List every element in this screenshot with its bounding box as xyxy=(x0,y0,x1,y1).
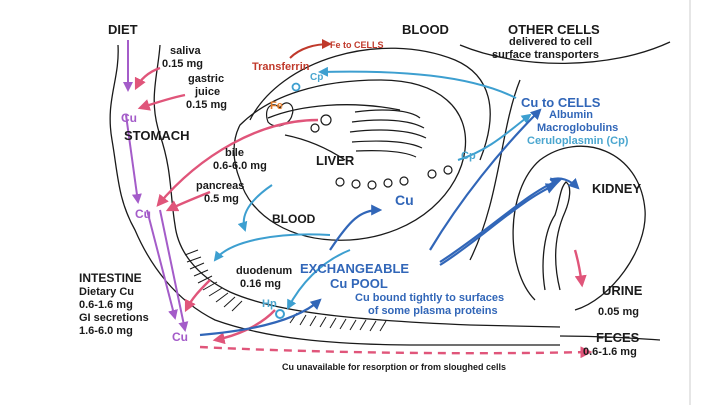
kidney-outline xyxy=(512,145,646,311)
stomach-label: STOMACH xyxy=(124,128,190,143)
blood-top-label: BLOOD xyxy=(402,22,449,37)
gastric-label: gastric xyxy=(188,73,225,85)
liver-organelles xyxy=(310,109,453,190)
gi-secretions-amount: 1.6-6.0 mg xyxy=(79,325,133,337)
bile-amount: 0.6-6.0 mg xyxy=(213,160,267,172)
cu-stomach-label: Cu xyxy=(121,111,137,125)
exchangeable-label: EXCHANGEABLE xyxy=(300,261,410,276)
blood-vessel-outline xyxy=(249,47,521,261)
other-cells-label: OTHER CELLS xyxy=(508,22,600,37)
saliva-label: saliva xyxy=(170,45,201,57)
feces-amount: 0.6-1.6 mg xyxy=(583,346,637,358)
intestine-label: INTESTINE xyxy=(79,271,142,285)
fe-to-cells-arrow xyxy=(289,39,332,59)
gi-tract-outline xyxy=(109,44,661,346)
duodenum-label: duodenum xyxy=(236,265,293,277)
cu-to-cells-label: Cu to CELLS xyxy=(521,95,601,110)
albumin-label: Albumin xyxy=(549,109,593,121)
urine-label: URINE xyxy=(602,283,643,298)
cp-top-label: Cp xyxy=(310,72,324,83)
bound-line1: Cu bound tightly to surfaces xyxy=(355,292,505,304)
gastric-juice-label: juice xyxy=(195,86,221,98)
intestine-villi xyxy=(184,249,387,332)
liver-label: LIVER xyxy=(316,153,355,168)
blood-mid-label: BLOOD xyxy=(272,212,316,226)
gi-secretions-label: GI secretions xyxy=(79,312,149,324)
transferrin-label: Transferrin xyxy=(252,61,310,73)
cu-pool-label: Cu POOL xyxy=(330,276,388,291)
pancreas-label: pancreas xyxy=(196,180,245,192)
cu-liver-label: Cu xyxy=(395,192,414,208)
secretion-arrows xyxy=(134,66,593,359)
pool-arrows xyxy=(199,108,580,337)
macroglobulins-label: Macroglobulins xyxy=(537,122,619,134)
bile-label: bile xyxy=(225,147,244,159)
duodenum-amount: 0.16 mg xyxy=(240,278,281,290)
urine-amount: 0.05 mg xyxy=(598,306,639,318)
liver-outline xyxy=(233,79,467,241)
gastric-amount: 0.15 mg xyxy=(186,99,227,111)
hp-ring xyxy=(275,309,285,319)
dietary-cu-path xyxy=(123,40,189,332)
cp-mid-label: Cp xyxy=(461,150,476,162)
kidney-label: KIDNEY xyxy=(592,181,642,196)
feces-label: FECES xyxy=(596,330,640,345)
cu-intestine-label: Cu xyxy=(135,207,151,221)
bound-line2: of some plasma proteins xyxy=(368,305,498,317)
pancreas-amount: 0.5 mg xyxy=(204,193,239,205)
cu-lumen-label: Cu xyxy=(172,330,188,344)
delivered-line1: delivered to cell xyxy=(509,36,593,48)
dietary-cu-amount: 0.6-1.6 mg xyxy=(79,299,133,311)
hp-label: Hp xyxy=(262,298,277,310)
unavailable-note: Cu unavailable for resorption or from sl… xyxy=(282,362,507,372)
dietary-cu-label: Dietary Cu xyxy=(79,286,135,298)
other-cells-outline xyxy=(459,41,671,65)
saliva-amount: 0.15 mg xyxy=(162,58,203,70)
transport-arrows xyxy=(213,66,532,310)
diet-label: DIET xyxy=(108,22,138,37)
ceruloplasmin-label: Ceruloplasmin (Cp) xyxy=(527,135,629,147)
cp-ring-top xyxy=(291,82,301,92)
delivered-line2: surface transporters xyxy=(492,49,599,61)
fe-label: Fe xyxy=(270,100,283,112)
fe-to-cells-label: Fe to CELLS xyxy=(330,40,384,50)
